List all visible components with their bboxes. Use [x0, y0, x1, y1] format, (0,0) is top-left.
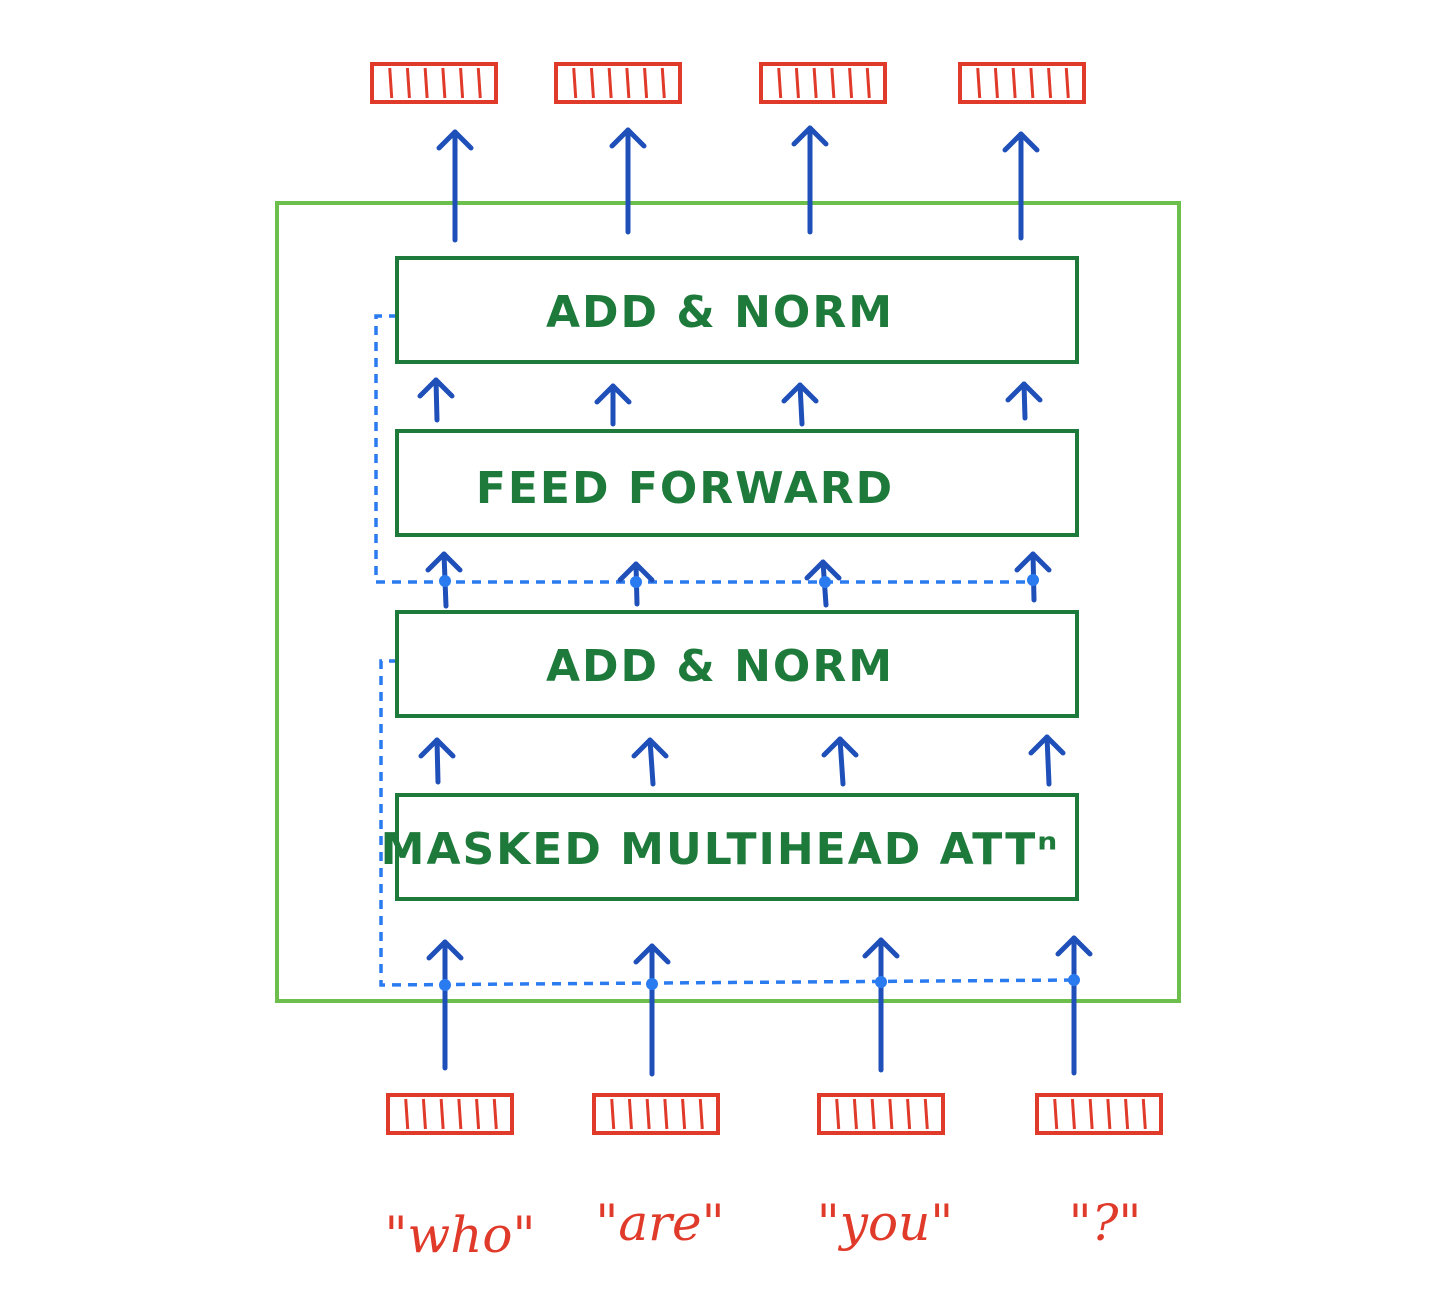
junction-dot	[1027, 574, 1039, 586]
arrow-input-2	[862, 937, 900, 1073]
junction-dot	[646, 978, 658, 990]
arrow-attn-to-addnorm-2	[821, 736, 859, 787]
layer-add-norm-bottom: ADD & NORM	[395, 610, 1079, 718]
input-vectors	[386, 1093, 1163, 1135]
junction-dot	[439, 575, 451, 587]
token-label-you: "you"	[817, 1194, 954, 1252]
junction-dot	[1068, 974, 1080, 986]
layer-label: MASKED MULTIHEAD ATTⁿ	[381, 824, 1060, 875]
residual-connection-top	[374, 314, 1034, 584]
arrow-input-1	[633, 943, 671, 1077]
arrow-ff-to-addnorm-0	[417, 377, 455, 423]
junction-dot	[439, 979, 451, 991]
junction-dot	[630, 576, 642, 588]
layer-masked-multihead-attention: MASKED MULTIHEAD ATTⁿ	[381, 793, 1079, 901]
arrow-output-0	[436, 129, 474, 243]
decoder-block-frame	[275, 201, 1181, 1003]
arrow-output-2	[791, 125, 829, 235]
output-vector-3	[958, 62, 1086, 104]
arrow-output-1	[609, 127, 647, 235]
output-vector-2	[759, 62, 887, 104]
residual-connection-bottom	[379, 659, 1075, 987]
arrow-ff-to-addnorm-1	[594, 383, 632, 427]
input-vector-3	[1035, 1093, 1163, 1135]
input-vector-1	[592, 1093, 720, 1135]
output-vector-1	[554, 62, 682, 104]
token-label-question: "?"	[1069, 1194, 1142, 1252]
layer-label: ADD & NORM	[546, 641, 894, 692]
layer-label: ADD & NORM	[546, 287, 894, 338]
residual-junction-dots	[439, 574, 1080, 991]
arrow-attn-to-addnorm-1	[631, 737, 669, 787]
token-label-who: "who"	[384, 1206, 535, 1264]
layer-feed-forward: FEED FORWARD	[395, 429, 1079, 537]
layer-add-norm-top: ADD & NORM	[395, 256, 1079, 364]
junction-dot	[819, 576, 831, 588]
token-label-are: "are"	[595, 1194, 724, 1252]
arrow-attn-to-addnorm-3	[1028, 734, 1066, 787]
junction-dot	[875, 976, 887, 988]
arrow-input-0	[426, 939, 464, 1071]
layer-label: FEED FORWARD	[476, 463, 894, 514]
input-vector-0	[386, 1093, 514, 1135]
output-vectors	[370, 62, 1086, 104]
output-vector-0	[370, 62, 498, 104]
arrows	[417, 125, 1093, 1077]
input-vector-2	[817, 1093, 945, 1135]
arrow-output-3	[1002, 131, 1040, 241]
arrow-ff-to-addnorm-3	[1005, 381, 1043, 421]
arrow-attn-to-addnorm-0	[418, 737, 456, 785]
arrow-input-3	[1055, 935, 1093, 1076]
arrow-ff-to-addnorm-2	[781, 382, 819, 427]
